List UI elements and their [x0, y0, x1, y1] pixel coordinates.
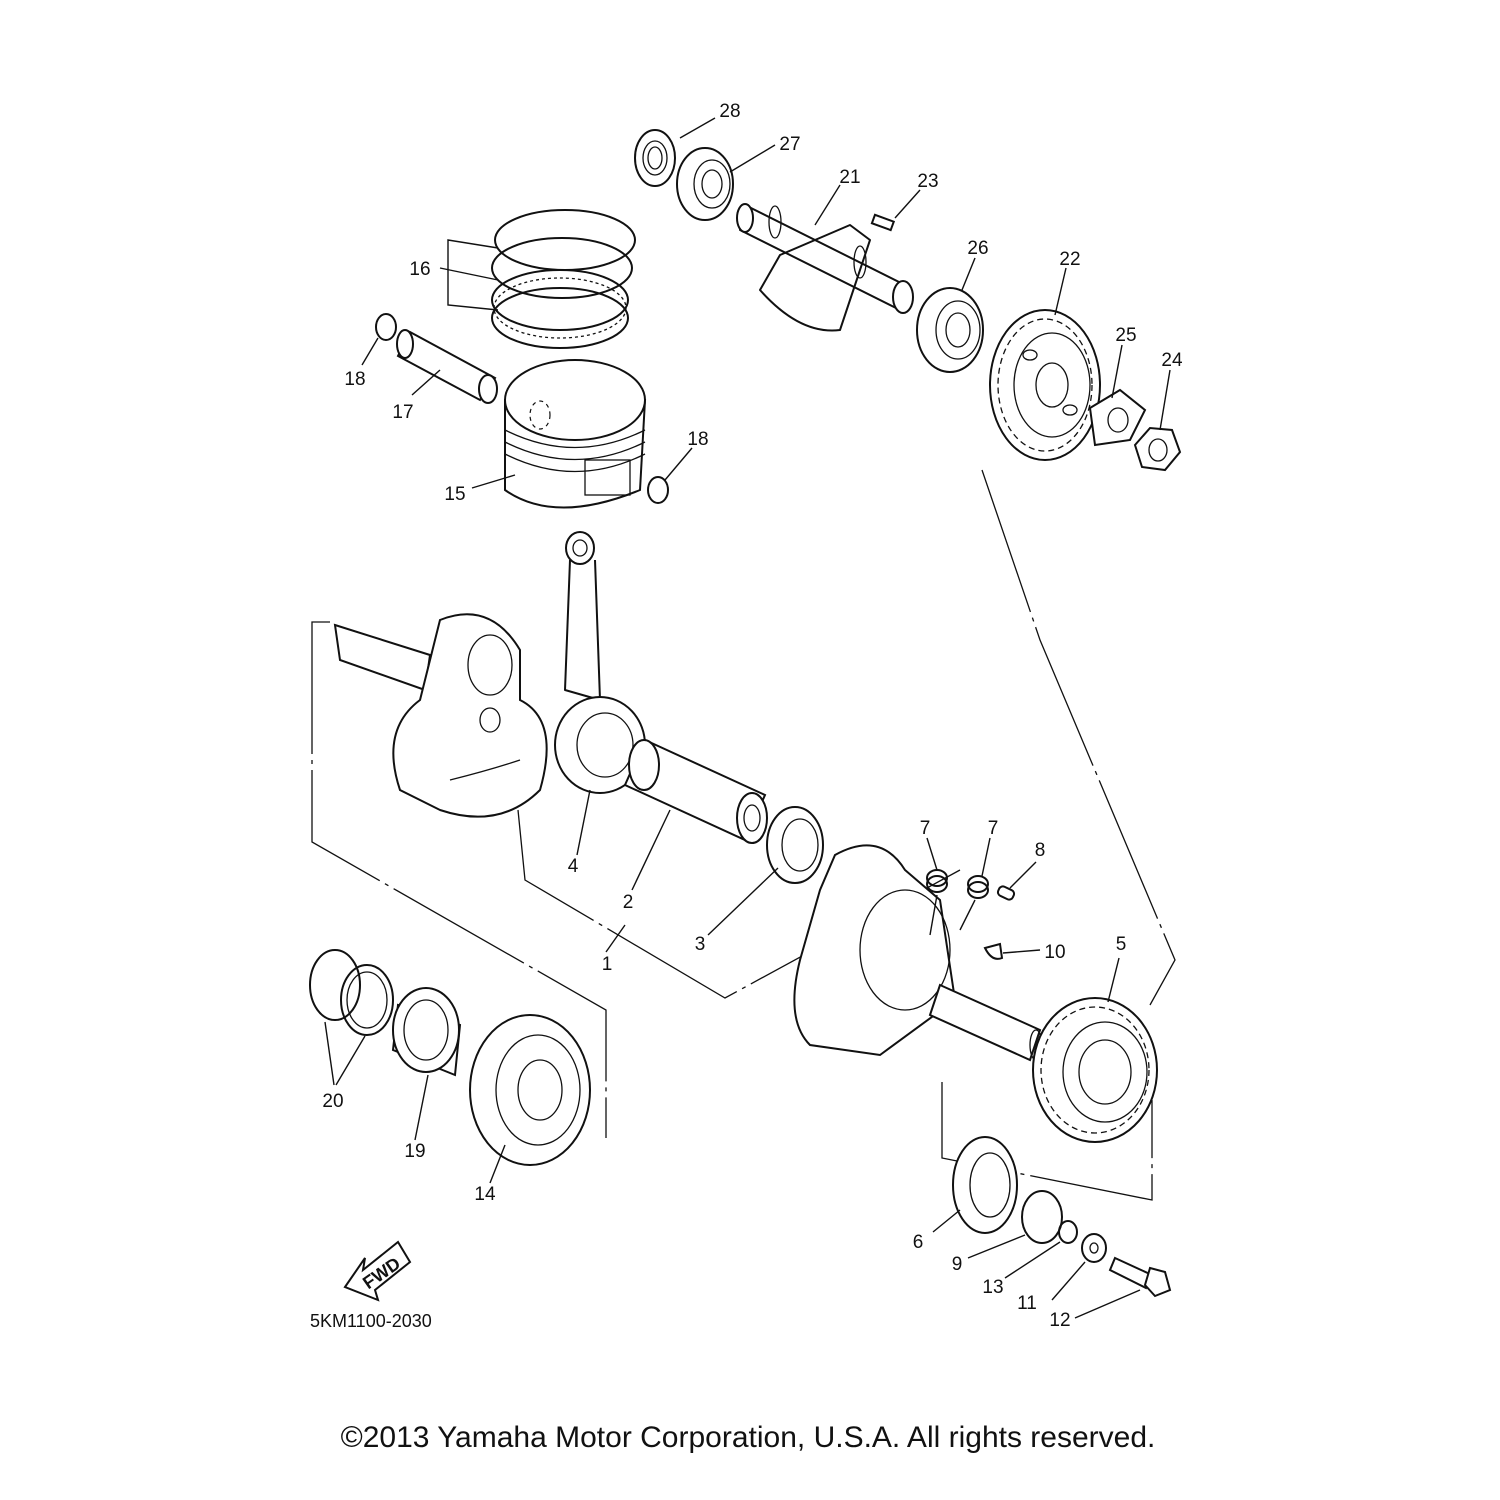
- callout-5: 5: [1116, 934, 1127, 955]
- callout-19: 19: [404, 1141, 425, 1162]
- part-5-primary-drive-gear: [1032, 997, 1158, 1143]
- callout-27: 27: [779, 134, 800, 155]
- callout-18-right: 18: [687, 429, 708, 450]
- callout-25: 25: [1115, 325, 1136, 346]
- callout-12: 12: [1049, 1310, 1070, 1331]
- leader-lines: [324, 117, 1171, 1319]
- part-7-spring-right: [967, 875, 989, 899]
- callout-28: 28: [719, 101, 740, 122]
- part-8-pin: [996, 885, 1016, 901]
- part-15-piston: [504, 359, 647, 509]
- part-14-bearing: [469, 1014, 591, 1166]
- part-4-connecting-rod: [554, 531, 646, 794]
- callout-15: 15: [444, 484, 465, 505]
- callout-11: 11: [1017, 1293, 1037, 1314]
- diagram-code: 5KM1100-2030: [310, 1311, 432, 1331]
- part-3-needle-bearing: [766, 806, 824, 884]
- callout-24: 24: [1161, 350, 1183, 371]
- part-1-crank-left: [333, 613, 548, 818]
- callout-6: 6: [913, 1232, 924, 1253]
- callout-17: 17: [392, 402, 413, 423]
- callout-14: 14: [474, 1184, 496, 1205]
- part-11-washer: [1081, 1233, 1107, 1263]
- callout-20: 20: [322, 1091, 343, 1112]
- callout-7-left: 7: [920, 818, 931, 839]
- callout-labels: 28 27 21 23 26 22 25 24 16 18 17 18 15 4…: [322, 101, 1183, 1331]
- callout-1: 1: [602, 954, 613, 975]
- part-2-crank-pin: [623, 738, 768, 844]
- callout-18-left: 18: [344, 369, 365, 390]
- callout-7-right: 7: [988, 818, 999, 839]
- part-10-woodruff-key: [983, 942, 1004, 960]
- part-7-spring-left: [926, 869, 948, 893]
- callout-16: 16: [409, 259, 430, 280]
- part-20-oil-seal-front: [309, 949, 361, 1021]
- callout-10: 10: [1044, 942, 1065, 963]
- part-27-bearing: [676, 147, 734, 221]
- part-12-bolt: [1108, 1256, 1172, 1298]
- callout-4: 4: [568, 856, 579, 877]
- forward-direction-arrow: FWD: [343, 1240, 412, 1302]
- part-18-circlip-right: [647, 476, 669, 504]
- callout-26: 26: [967, 238, 988, 259]
- callout-2: 2: [623, 892, 634, 913]
- part-26-bearing: [916, 287, 984, 373]
- copyright-notice: ©2013 Yamaha Motor Corporation, U.S.A. A…: [341, 1421, 1156, 1454]
- callout-3: 3: [695, 934, 706, 955]
- part-22-balancer-gear: [989, 309, 1101, 461]
- callout-13: 13: [982, 1277, 1003, 1298]
- part-13-o-ring: [1058, 1220, 1078, 1244]
- part-19-sleeve: [391, 987, 462, 1077]
- part-24-nut: [1133, 426, 1182, 472]
- part-9-clip: [1021, 1190, 1063, 1244]
- callout-23: 23: [917, 171, 938, 192]
- part-16-piston-ring-set: [491, 209, 636, 349]
- part-21-balancer-shaft: [736, 203, 914, 332]
- part-20-oil-seal-rear: [340, 964, 394, 1036]
- callout-22: 22: [1059, 249, 1080, 270]
- part-18-circlip-left: [375, 313, 397, 341]
- part-17-piston-pin: [396, 329, 498, 404]
- callout-9: 9: [952, 1254, 963, 1275]
- callout-21: 21: [839, 167, 860, 188]
- part-25-lock-washer: [1088, 388, 1147, 447]
- part-1-crank-right: [793, 844, 1043, 1062]
- part-28-oil-seal: [634, 129, 676, 187]
- part-23-key: [870, 213, 896, 232]
- part-6-plate: [952, 1136, 1018, 1234]
- callout-8: 8: [1035, 840, 1046, 861]
